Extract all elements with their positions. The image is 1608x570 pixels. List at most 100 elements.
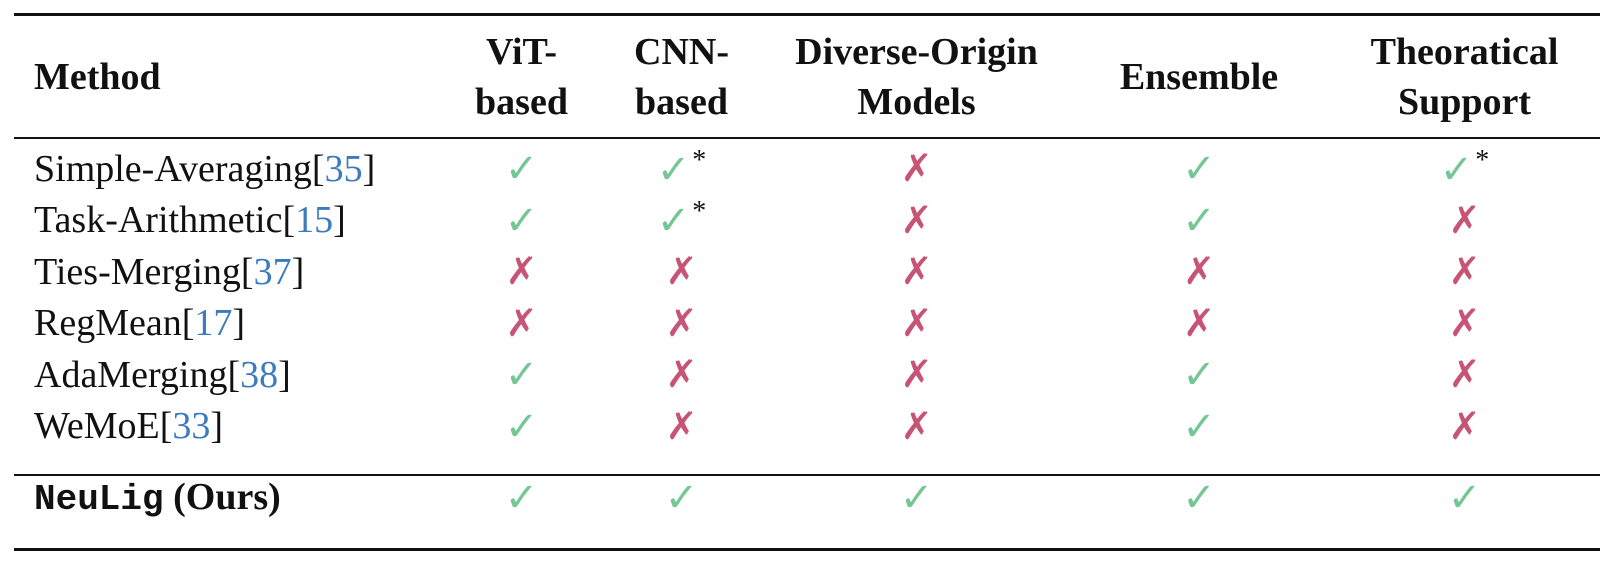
cross-icon: ✗ (900, 251, 933, 294)
mark-cell: ✓ (1069, 349, 1329, 401)
mark-cell: ✗ (1069, 298, 1329, 350)
mark-cell: ✓ (764, 462, 1069, 532)
cross-icon: ✗ (900, 405, 933, 448)
mark-cell: ✓* (1329, 137, 1600, 195)
method-name: Ties-Merging (34, 250, 241, 293)
asterisk-note: * (692, 196, 707, 228)
check-icon: ✓ (1439, 146, 1474, 192)
cross-icon: ✗ (1448, 302, 1481, 345)
check-icon: ✓ (656, 146, 691, 192)
check-icon: ✓ (656, 198, 691, 244)
mark-cell: ✓ (444, 349, 599, 401)
method-name: Simple-Averaging (34, 147, 312, 190)
check-icon: ✓ (664, 474, 699, 520)
mark-cell: ✗ (1329, 298, 1600, 350)
check-icon: ✓ (504, 474, 539, 520)
mark-cell: ✓* (599, 137, 764, 195)
check-icon: ✓ (504, 403, 539, 449)
citation-link[interactable]: 15 (295, 199, 334, 242)
cross-icon: ✗ (1448, 354, 1481, 397)
ours-row: NeuLig (Ours) ✓ ✓ ✓ ✓ ✓ (14, 462, 1600, 532)
cross-icon: ✗ (1448, 199, 1481, 242)
method-rows: Simple-Averaging[35]✓✓*✗✓✓*Task-Arithmet… (14, 137, 1600, 462)
mark-cell: ✓ (1069, 195, 1329, 247)
mark-cell: ✓ (1329, 462, 1600, 532)
header-ensemble: Ensemble (1119, 55, 1279, 98)
ours-suffix: (Ours) (173, 475, 281, 518)
method-name: WeMoE (34, 405, 160, 448)
cross-icon: ✗ (1448, 251, 1481, 294)
check-icon: ✓ (504, 197, 539, 243)
cross-icon: ✗ (900, 199, 933, 242)
check-icon: ✓ (1182, 403, 1216, 449)
mark-cell: ✗ (764, 298, 1069, 350)
mark-cell: ✓ (444, 401, 599, 453)
cross-icon: ✗ (900, 302, 933, 345)
citation-link[interactable]: 37 (253, 250, 292, 293)
header-vit-based: ViT-based (475, 30, 568, 123)
asterisk-note: * (1475, 144, 1490, 176)
mark-cell: ✗ (444, 246, 599, 298)
mark-cell: ✓* (599, 195, 764, 247)
mark-cell: ✗ (599, 349, 764, 401)
header-method: Method (34, 55, 161, 98)
cross-icon: ✗ (900, 148, 933, 191)
check-icon: ✓ (1182, 197, 1216, 243)
mark-cell: ✓ (1069, 401, 1329, 453)
method-name: Task-Arithmetic (34, 199, 283, 242)
mark-cell: ✓ (444, 137, 599, 195)
header-rule (14, 137, 1600, 139)
comparison-table: Method ViT-based CNN-based Diverse-Origi… (14, 16, 1600, 532)
table-row: Ties-Merging[37] ✗ ✗ ✗ ✗ ✗ (14, 246, 1600, 298)
cross-icon: ✗ (665, 302, 698, 345)
ours-name-cell: NeuLig (Ours) (14, 462, 444, 532)
mark-cell: ✓ (599, 462, 764, 532)
cross-icon: ✗ (1448, 405, 1481, 448)
mark-cell: ✗ (1069, 246, 1329, 298)
ours-row-group: NeuLig (Ours) ✓ ✓ ✓ ✓ ✓ (14, 462, 1600, 532)
check-icon: ✓ (899, 474, 934, 520)
citation-link[interactable]: 35 (324, 147, 363, 190)
mark-cell: ✓ (1069, 462, 1329, 532)
method-name-cell: Task-Arithmetic[15] (34, 199, 346, 242)
method-name: RegMean (34, 302, 182, 345)
mark-cell: ✗ (1329, 246, 1600, 298)
citation-link[interactable]: 17 (194, 302, 233, 345)
table-row: WeMoE[33]✓✗✗✓✗ (14, 401, 1600, 453)
spacer-row (14, 452, 1600, 462)
method-name-cell: Ties-Merging[37] (34, 250, 305, 293)
mark-cell: ✗ (599, 298, 764, 350)
mark-cell: ✓ (444, 462, 599, 532)
check-icon: ✓ (504, 146, 539, 192)
method-name-cell: AdaMerging[38] (34, 353, 291, 396)
method-name-cell: RegMean[17] (34, 302, 246, 345)
check-icon: ✓ (1182, 474, 1216, 520)
cross-icon: ✗ (665, 251, 698, 294)
table-row: AdaMerging[38]✓✗✗✓✗ (14, 349, 1600, 401)
citation-link[interactable]: 33 (172, 405, 211, 448)
mark-cell: ✗ (1329, 349, 1600, 401)
cross-icon: ✗ (505, 251, 538, 294)
method-name: AdaMerging (34, 353, 228, 396)
asterisk-note: * (692, 144, 707, 176)
mark-cell: ✗ (599, 246, 764, 298)
ours-method-name: NeuLig (34, 478, 164, 520)
mark-cell: ✗ (1329, 195, 1600, 247)
mark-cell: ✓ (444, 195, 599, 247)
method-name-cell: Simple-Averaging[35] (34, 147, 376, 190)
header-cnn-based: CNN-based (634, 30, 729, 123)
ours-separator-rule (14, 474, 1600, 476)
mark-cell: ✗ (764, 195, 1069, 247)
cross-icon: ✗ (665, 354, 698, 397)
mark-cell: ✗ (444, 298, 599, 350)
cross-icon: ✗ (665, 405, 698, 448)
cross-icon: ✗ (1183, 251, 1215, 294)
citation-link[interactable]: 38 (240, 353, 279, 396)
mark-cell: ✗ (764, 349, 1069, 401)
table-row: Simple-Averaging[35]✓✓*✗✓✓* (14, 137, 1600, 195)
header-row: Method ViT-based CNN-based Diverse-Origi… (14, 16, 1600, 137)
check-icon: ✓ (1182, 146, 1216, 192)
cross-icon: ✗ (1183, 302, 1215, 345)
